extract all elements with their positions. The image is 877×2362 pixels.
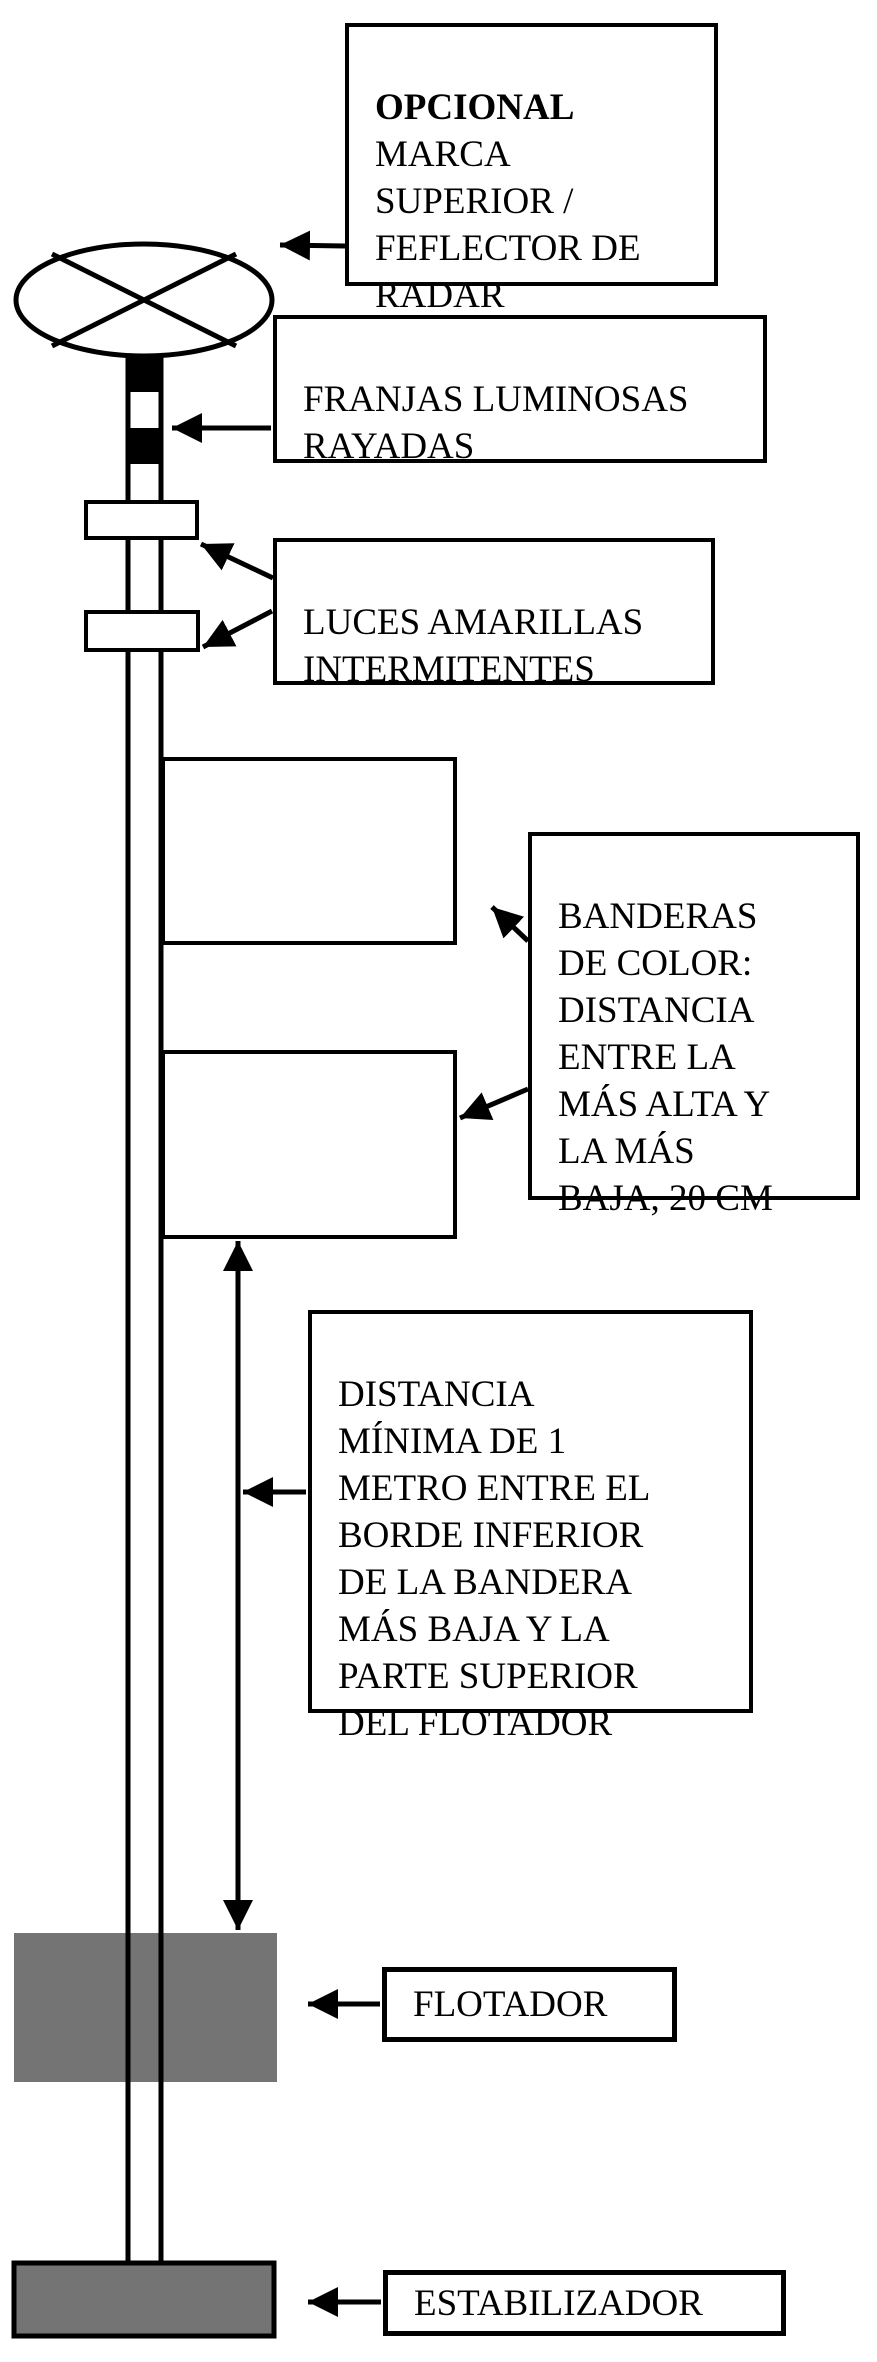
callout-topmark-heading: OPCIONAL — [375, 87, 575, 128]
flashing-light-upper — [84, 500, 199, 540]
callout-flags: BANDERAS DE COLOR: DISTANCIA ENTRE LA MÁ… — [528, 832, 860, 1219]
stripe-band-bottom — [125, 428, 164, 464]
lights-callout-arrow-lower — [201, 608, 274, 650]
topmark-callout-arrow — [279, 230, 346, 261]
flashing-light-lower — [84, 610, 200, 652]
stripe-band-top — [125, 356, 164, 392]
stabilizer-shape — [11, 2260, 277, 2339]
callout-stabilizer-body: ESTABILIZADOR — [414, 2282, 703, 2324]
callout-float-body: FLOTADOR — [413, 1984, 608, 2025]
callout-lights: LUCES AMARILLAS INTERMITENTES — [273, 538, 715, 690]
callout-stripes: FRANJAS LUMINOSAS RAYADAS — [273, 315, 767, 467]
callout-stripes-body: FRANJAS LUMINOSAS RAYADAS — [303, 379, 689, 467]
callout-flags-body: BANDERAS DE COLOR: DISTANCIA ENTRE LA MÁ… — [558, 896, 773, 1219]
topmark-x-line-2 — [50, 251, 238, 349]
callout-distance-body: DISTANCIA MÍNIMA DE 1 METRO ENTRE EL BOR… — [338, 1374, 651, 1744]
flag-lower — [161, 1050, 457, 1239]
callout-topmark-body: MARCA SUPERIOR / FEFLECTOR DE RADAR — [375, 134, 641, 316]
lights-callout-arrow-upper — [199, 541, 275, 581]
float-shape — [14, 1933, 277, 2082]
flags-callout-arrow-upper — [490, 905, 530, 943]
callout-float: FLOTADOR — [382, 1967, 677, 2042]
flag-upper — [161, 757, 457, 945]
callout-lights-body: LUCES AMARILLAS INTERMITENTES — [303, 602, 644, 690]
callout-topmark: OPCIONAL MARCA SUPERIOR / FEFLECTOR DE R… — [345, 23, 718, 316]
flags-callout-arrow-lower — [459, 1086, 529, 1121]
callout-distance: DISTANCIA MÍNIMA DE 1 METRO ENTRE EL BOR… — [308, 1310, 753, 1744]
callout-stabilizer: ESTABILIZADOR — [383, 2270, 786, 2336]
